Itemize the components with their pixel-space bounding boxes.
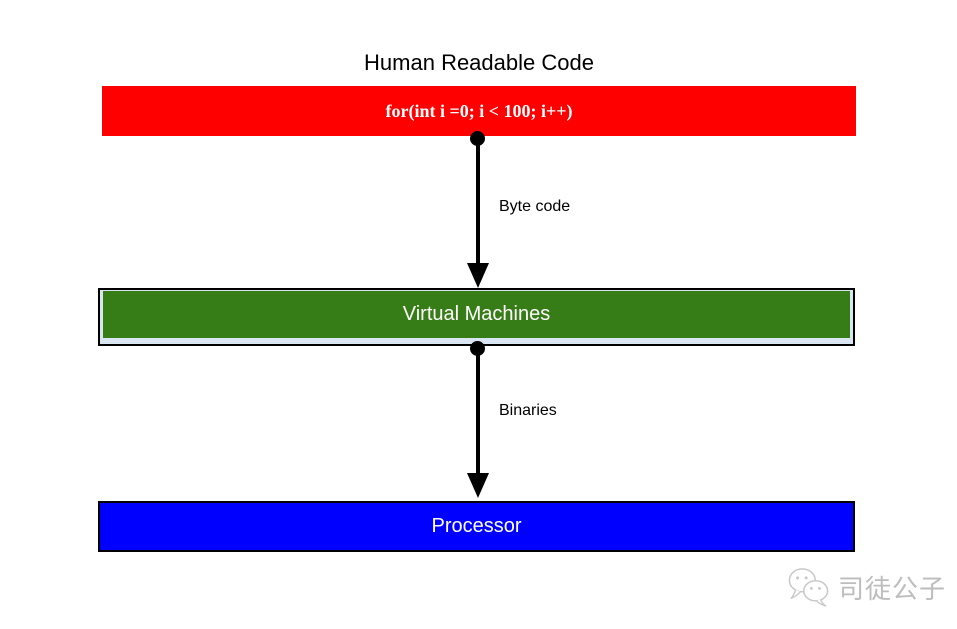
wechat-icon (788, 568, 829, 607)
diagram-title: Human Readable Code (364, 50, 594, 75)
connector-line (476, 139, 480, 264)
connector-start-dot-icon (470, 131, 485, 146)
node-virtual-machines-label: Virtual Machines (402, 303, 551, 325)
node-processor-label: Processor (431, 515, 522, 537)
watermark: 司徒公子 (786, 566, 946, 608)
node-virtual-machines: Virtual Machines (103, 291, 850, 338)
node-human-readable-code: for(int i =0; i < 100; i++) (102, 86, 856, 136)
watermark-text: 司徒公子 (838, 574, 947, 605)
arrowhead-down-icon (467, 473, 489, 498)
connector-start-dot-icon (470, 341, 485, 356)
edge-label-binaries: Binaries (499, 402, 557, 419)
node-human-readable-code-label: for(int i =0; i < 100; i++) (385, 100, 573, 121)
node-processor: Processor (98, 501, 855, 552)
node-virtual-machines-frame: Virtual Machines (98, 288, 855, 346)
connector-line (476, 349, 480, 473)
arrowhead-down-icon (467, 263, 489, 288)
edge-label-byte-code: Byte code (499, 198, 571, 215)
